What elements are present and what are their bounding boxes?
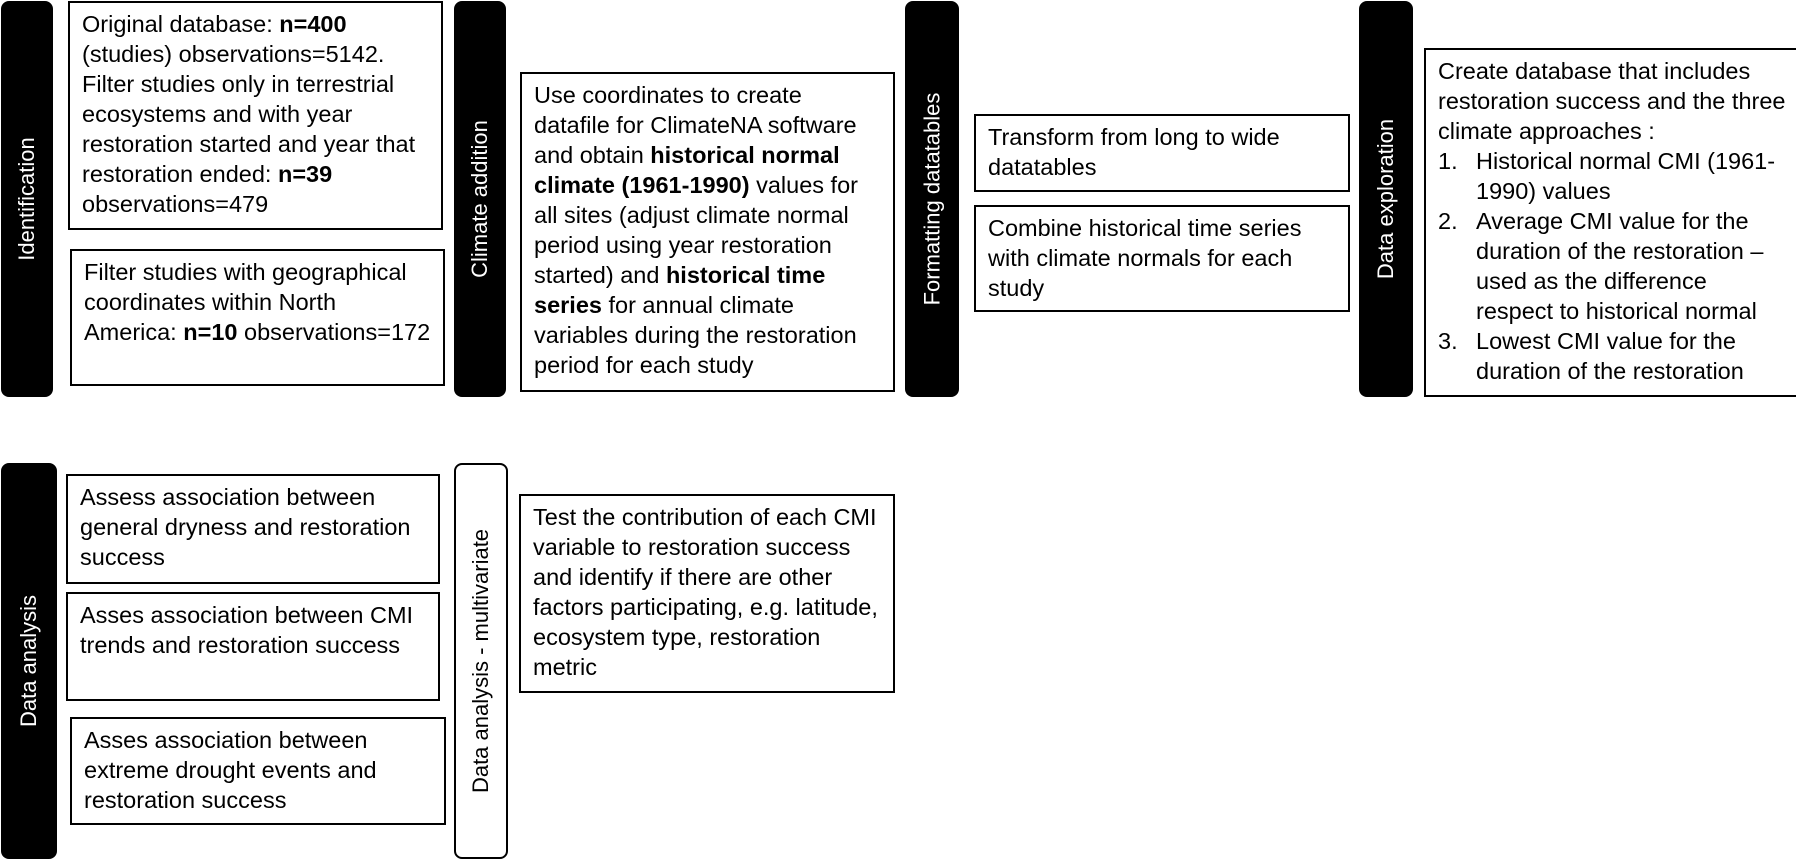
identification-original-database-box: Original database: n=400 (studies) obser… xyxy=(68,1,443,230)
tab-identification: Identification xyxy=(1,1,53,397)
identification-box1-text1: Original database: xyxy=(82,11,280,37)
climate-box-text2: values for all sites (adjust climate nor… xyxy=(534,172,858,288)
exploration-item-text: Average CMI value for the duration of th… xyxy=(1476,208,1764,324)
exploration-item-text: Lowest CMI value for the duration of the… xyxy=(1476,328,1744,384)
formatting-transform-text: Transform from long to wide datatables xyxy=(988,124,1280,180)
exploration-item-number: 1. xyxy=(1438,148,1458,174)
analysis-dryness-box: Assess association between general dryne… xyxy=(66,474,440,584)
tab-climate-addition-label: Climate addition xyxy=(467,120,492,278)
formatting-combine-box: Combine historical time series with clim… xyxy=(974,205,1350,312)
multivariate-box: Test the contribution of each CMI variab… xyxy=(519,494,895,693)
identification-box1-bold1: n=400 xyxy=(279,11,347,37)
formatting-transform-box: Transform from long to wide datatables xyxy=(974,114,1350,192)
climate-addition-box: Use coordinates to create datafile for C… xyxy=(520,72,895,392)
tab-data-analysis: Data analysis xyxy=(1,463,57,859)
analysis-drought-text: Asses association between extreme drough… xyxy=(84,727,377,813)
analysis-trends-text: Asses association between CMI trends and… xyxy=(80,602,414,658)
tab-data-analysis-label: Data analysis xyxy=(16,594,42,728)
tab-formatting-datatables: Formatting datatables xyxy=(905,1,959,397)
climate-box-text1: Use coordinates to create datafile for C… xyxy=(534,82,857,168)
exploration-intro-text: Create database that includes restoratio… xyxy=(1438,58,1786,144)
tab-data-analysis-multivariate-label: Data analysis - multivariate xyxy=(468,528,494,794)
data-exploration-box: Create database that includes restoratio… xyxy=(1424,48,1796,397)
climate-box-bold2: historical time series xyxy=(534,262,826,318)
exploration-approach-list: 1. Historical normal CMI (1961-1990) valu… xyxy=(1438,146,1790,386)
multivariate-text: Test the contribution of each CMI variab… xyxy=(533,504,878,680)
identification-box2-text2: observations=172 xyxy=(237,319,431,345)
analysis-trends-box: Asses association between CMI trends and… xyxy=(66,592,440,701)
identification-box1-bold2: n=39 xyxy=(277,161,333,187)
exploration-item-text: Historical normal CMI (1961-1990) values xyxy=(1476,148,1776,204)
tab-data-analysis-multivariate: Data analysis - multivariate xyxy=(454,463,508,859)
identification-box1-text2: (studies) observations=5142. Filter stud… xyxy=(82,41,416,187)
identification-geographic-filter-box: Filter studies with geographical coordin… xyxy=(70,249,445,386)
analysis-dryness-text: Assess association between general dryne… xyxy=(80,484,411,570)
identification-box2-text1: Filter studies with geographical coordin… xyxy=(84,259,407,345)
identification-box1-text3: observations=479 xyxy=(82,191,269,217)
tab-identification-label: Identification xyxy=(14,137,39,261)
exploration-approach-item: 2. Average CMI value for the duration of … xyxy=(1438,206,1790,326)
tab-climate-addition: Climate addition xyxy=(454,1,506,397)
formatting-combine-text: Combine historical time series with clim… xyxy=(988,215,1302,301)
climate-box-bold1: historical normal climate (1961-1990) xyxy=(534,142,840,198)
analysis-drought-box: Asses association between extreme drough… xyxy=(70,717,446,825)
exploration-approach-item: 3. Lowest CMI value for the duration of t… xyxy=(1438,326,1790,386)
exploration-item-number: 3. xyxy=(1438,328,1458,354)
exploration-approach-item: 1. Historical normal CMI (1961-1990) valu… xyxy=(1438,146,1790,206)
identification-box2-bold1: n=10 xyxy=(183,319,238,345)
tab-data-exploration: Data exploration xyxy=(1359,1,1413,397)
exploration-item-number: 2. xyxy=(1438,208,1458,234)
tab-data-exploration-label: Data exploration xyxy=(1373,118,1398,280)
tab-formatting-datatables-label: Formatting datatables xyxy=(919,92,944,306)
climate-box-text3: for annual climate variables during the … xyxy=(534,292,857,378)
